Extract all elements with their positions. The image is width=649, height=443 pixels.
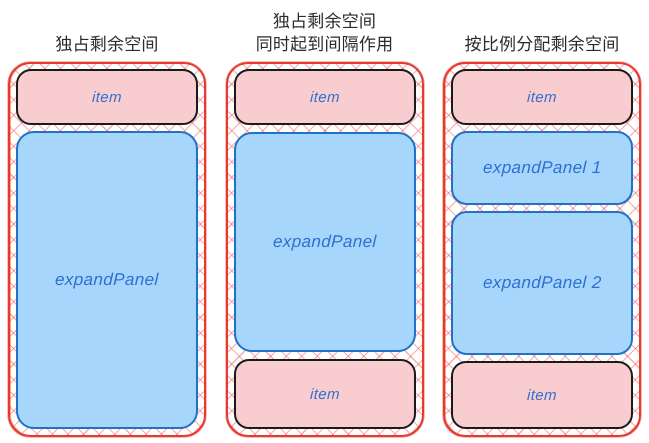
expand-panel-label-2: expandPanel 2 (482, 273, 602, 292)
column-exclusive-remaining-space: 独占剩余空间 item expandPanel (8, 0, 206, 443)
item-box-label: item (309, 88, 340, 106)
flex-container: item expandPanel item (225, 62, 424, 437)
expand-panel-box[interactable]: expandPanel (16, 131, 198, 429)
item-box[interactable]: item (16, 69, 198, 125)
column-proportional-remaining-space: 按比例分配剩余空间 item expandPanel 1 expandPanel… (443, 0, 641, 443)
column-title-line: 独占剩余空间 (55, 35, 159, 54)
flex-container: item expandPanel (8, 62, 206, 437)
container-content: item expandPanel (8, 62, 206, 437)
container-content: item expandPanel 1 expandPanel 2 item (443, 62, 641, 437)
item-box-bottom[interactable]: item (233, 359, 416, 429)
expand-panel-label-1: expandPanel 1 (482, 158, 602, 177)
item-box-label: item (526, 88, 558, 106)
flex-container: item expandPanel 1 expandPanel 2 item (443, 62, 641, 437)
item-box-label: item (526, 386, 558, 404)
column-title: 按比例分配剩余空间 (443, 0, 641, 62)
column-title: 独占剩余空间 同时起到间隔作用 (226, 0, 424, 62)
expand-panel-label: expandPanel (54, 270, 160, 289)
expand-panel-box-2[interactable]: expandPanel 2 (451, 211, 633, 355)
item-box-bottom[interactable]: item (451, 361, 633, 429)
item-box-top[interactable]: item (451, 69, 633, 125)
column-title: 独占剩余空间 (8, 0, 206, 62)
item-box-label: item (91, 88, 123, 106)
column-title-line-2: 同时起到间隔作用 (255, 35, 394, 54)
column-title-line: 独占剩余空间 (272, 12, 377, 31)
column-title-line: 按比例分配剩余空间 (464, 35, 620, 54)
item-box-label: item (309, 385, 340, 403)
expand-panel-box-1[interactable]: expandPanel 1 (451, 131, 633, 205)
expand-panel-label: expandPanel (272, 232, 377, 251)
column-exclusive-and-spacer: 独占剩余空间 同时起到间隔作用 item expandPanel item (225, 0, 424, 443)
container-content: item expandPanel item (226, 62, 424, 437)
item-box-top[interactable]: item (233, 69, 416, 125)
expand-panel-box[interactable]: expandPanel (233, 132, 416, 352)
